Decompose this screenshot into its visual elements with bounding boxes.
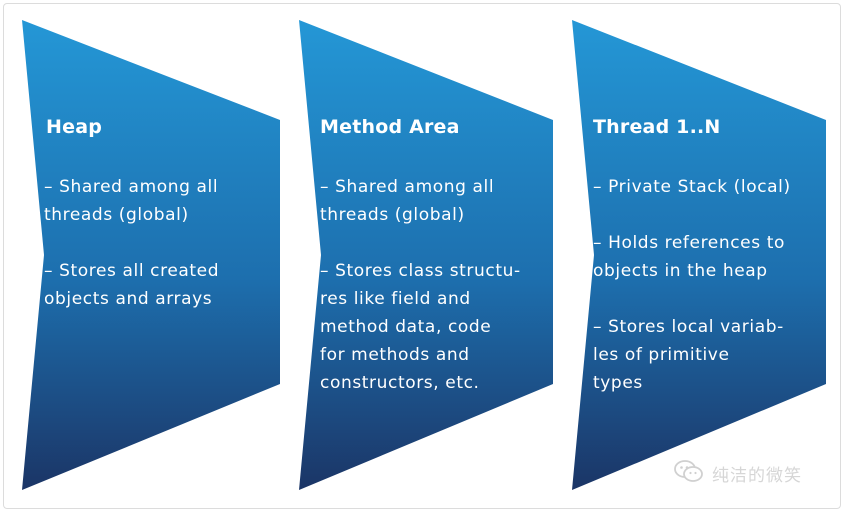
bullet-line: res like field and <box>320 289 471 309</box>
chevron-shape <box>22 20 280 490</box>
bullet-item: – Shared among all threads (global) <box>44 173 218 229</box>
bullet-line: threads (global) <box>44 205 189 225</box>
diagram-frame <box>3 3 841 509</box>
bullet-line: – Shared among all <box>44 177 219 197</box>
bullet-line: objects in the heap <box>593 261 768 281</box>
bullet-item: – Private Stack (local) <box>593 173 791 201</box>
bullet-line: threads (global) <box>320 205 465 225</box>
panel-method-area: Method Area – Shared among all threads (… <box>299 0 559 514</box>
wechat-icon <box>674 459 704 487</box>
bullet-line: method data, code <box>320 317 492 337</box>
bullet-line: objects and arrays <box>44 289 213 309</box>
panel-heap: Heap – Shared among all threads (global)… <box>22 0 282 514</box>
bullet-line: – Private Stack (local) <box>593 177 791 197</box>
bullet-line: – Stores all created <box>44 261 220 281</box>
bullet-item: – Shared among all threads (global) <box>320 173 494 229</box>
bullet-item: – Stores all created objects and arrays <box>44 257 219 313</box>
bullet-line: – Stores local variab- <box>593 317 784 337</box>
bullet-line: – Stores class structu- <box>320 261 521 281</box>
chevron-shape <box>299 20 553 490</box>
bullet-item: – Stores local variab- les of primitive … <box>593 313 784 397</box>
bullet-item: – Holds references to objects in the hea… <box>593 229 785 285</box>
chevron-shape <box>572 20 826 490</box>
panel-title: Method Area <box>320 116 460 138</box>
panel-title: Heap <box>46 116 103 138</box>
panel-title: Thread 1..N <box>593 116 721 138</box>
bullet-item: – Stores class structu- res like field a… <box>320 257 521 397</box>
bullet-line: – Shared among all <box>320 177 495 197</box>
bullet-line: constructors, etc. <box>320 373 480 393</box>
watermark: 纯洁的微笑 <box>674 460 802 486</box>
panel-thread: Thread 1..N – Private Stack (local) – Ho… <box>572 0 832 514</box>
watermark-text: 纯洁的微笑 <box>712 465 802 486</box>
bullet-line: – Holds references to <box>593 233 785 253</box>
bullet-line: for methods and <box>320 345 470 365</box>
bullet-line: les of primitive <box>593 345 730 365</box>
bullet-line: types <box>593 373 643 393</box>
